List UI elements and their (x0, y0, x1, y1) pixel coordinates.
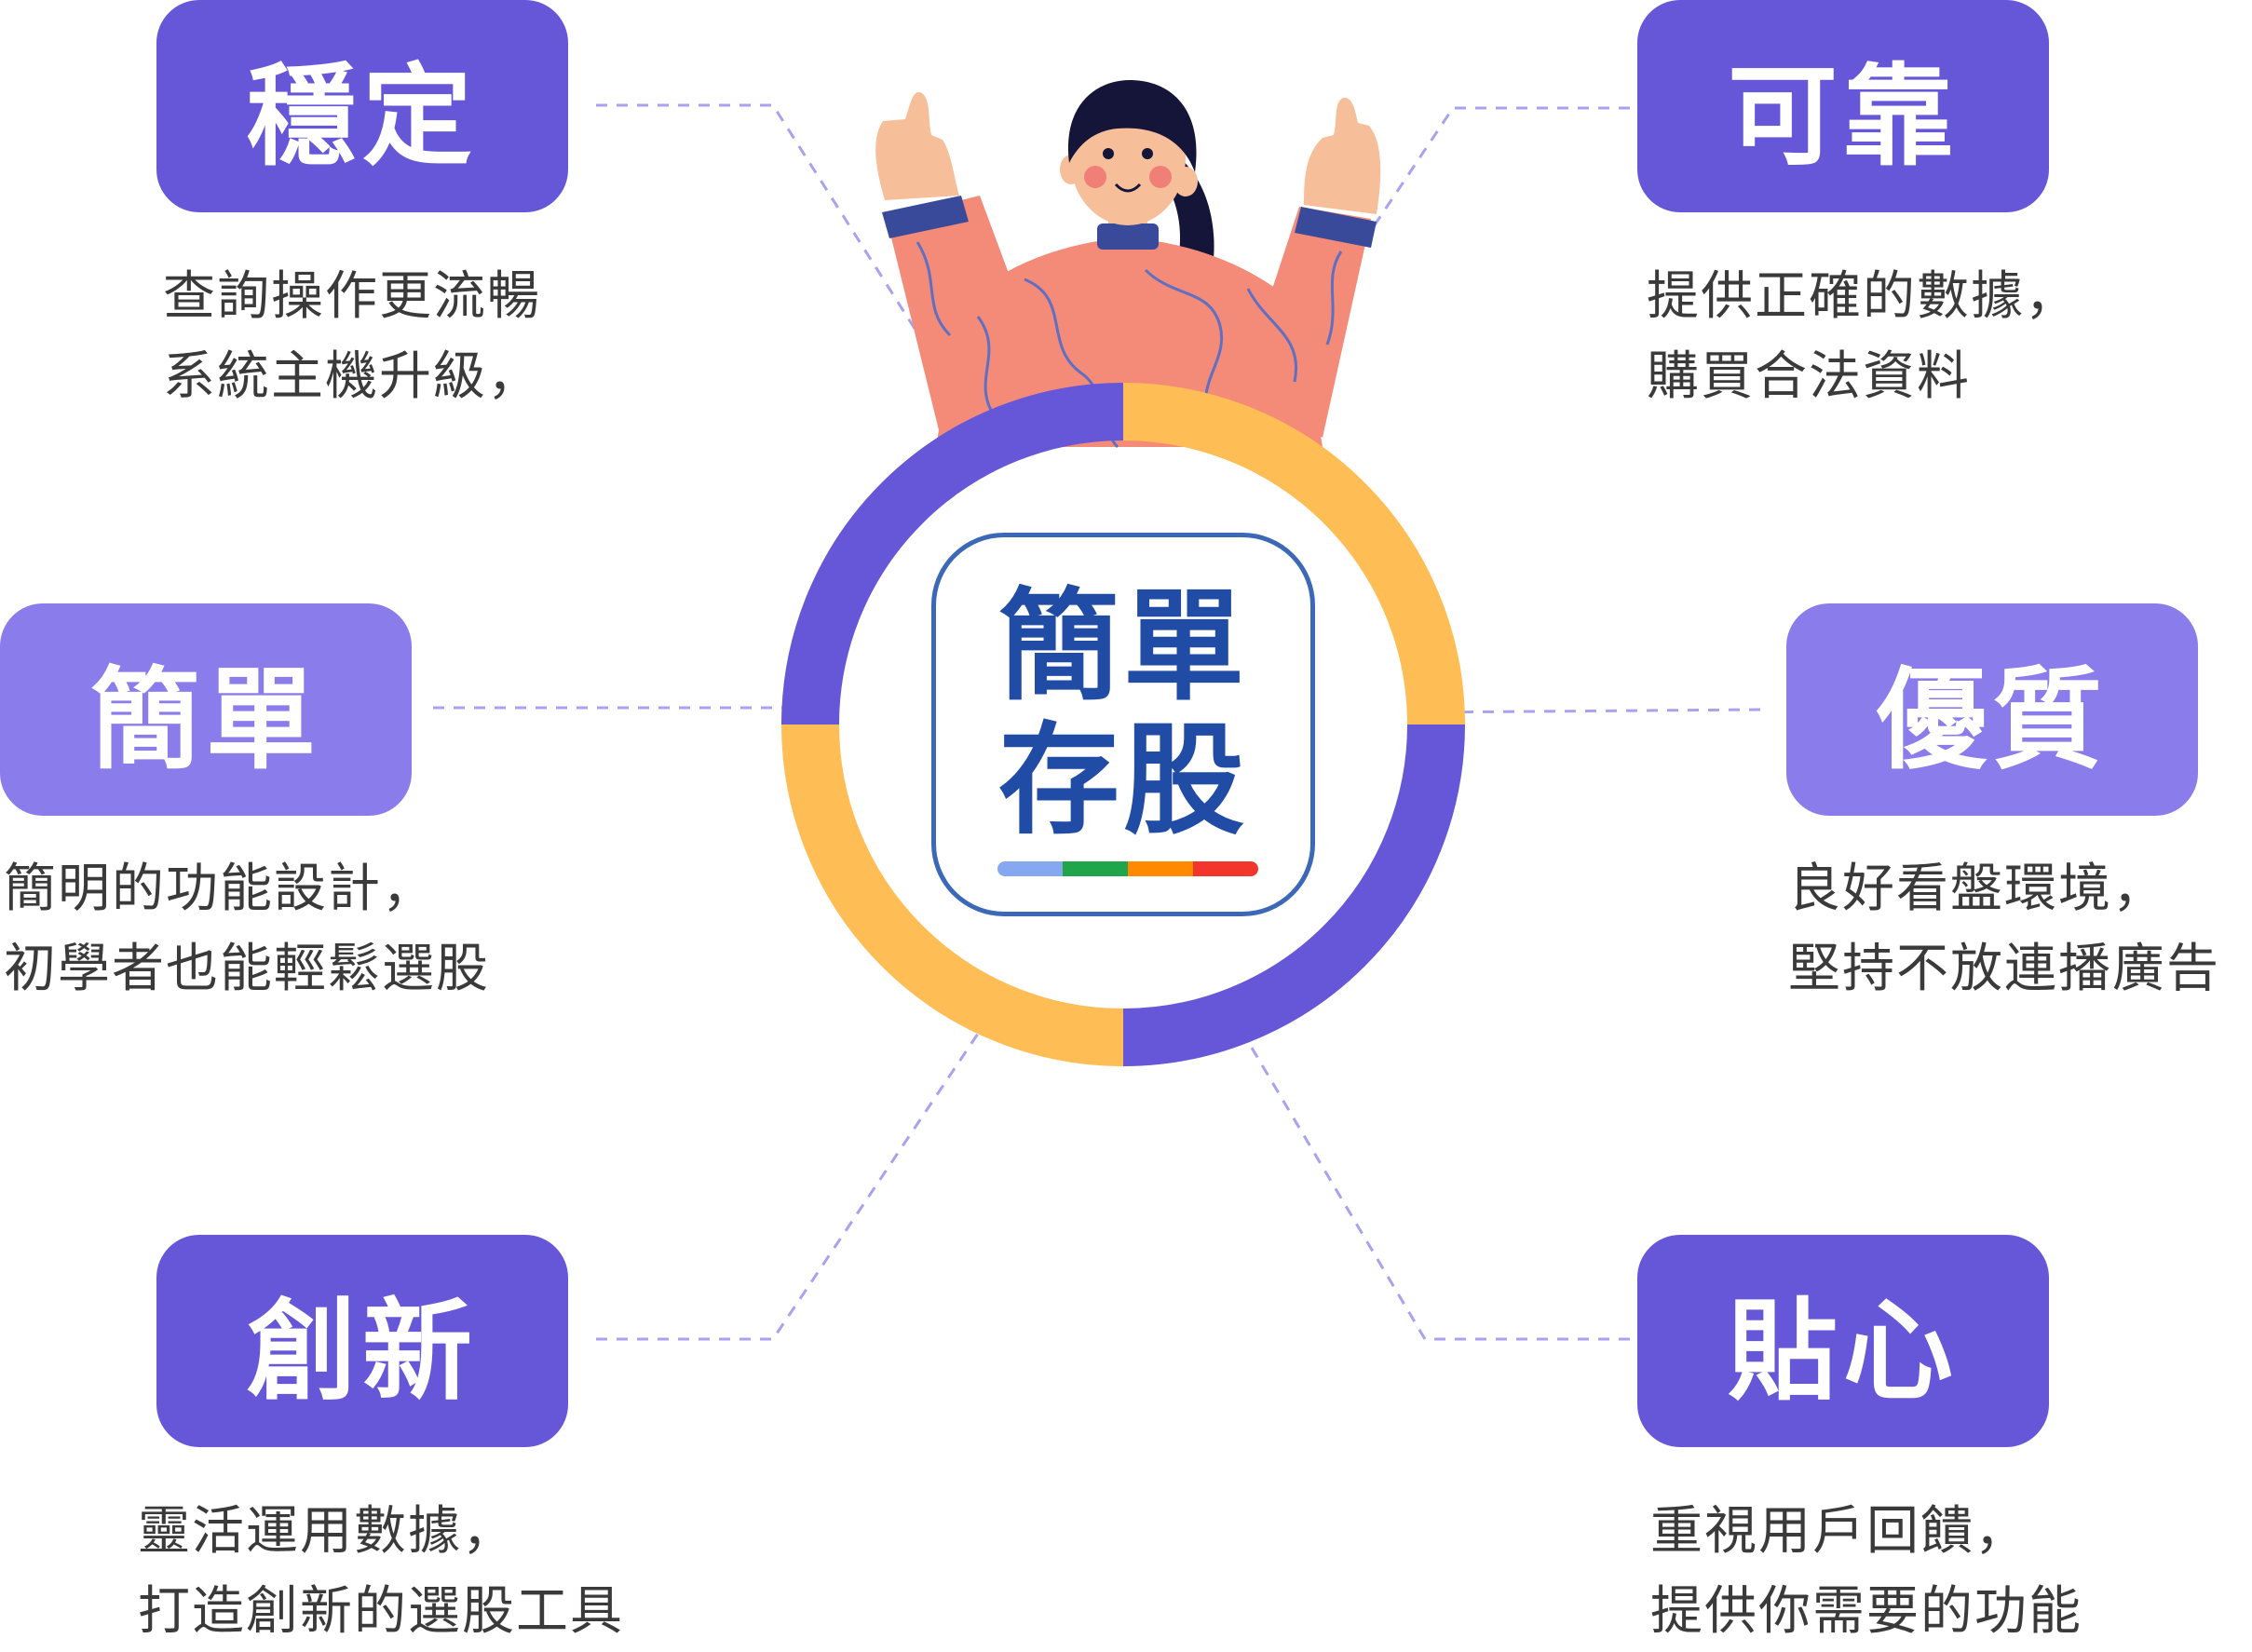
right-cuff (1295, 207, 1377, 248)
description-line: 提供正確的數據， (1647, 266, 2079, 327)
thumbs-up-woman-illustration (875, 79, 1381, 449)
description-line: 提供你需要的功能 (1650, 1581, 2082, 1642)
stripe-blue (997, 861, 1063, 876)
smile (1114, 183, 1142, 193)
feature-reliable-description: 提供正確的數據， 購買合法資料 (1647, 257, 2079, 417)
sweater (936, 237, 1323, 447)
cheek-right (1149, 166, 1172, 188)
stripe-red (1193, 861, 1258, 876)
description-line: 查詢操作更流暢 (163, 266, 541, 327)
feature-stable-pill: 穩定 (156, 0, 568, 212)
eye-right (1142, 148, 1153, 159)
description-line: 良好看盤環境， (1788, 859, 2166, 919)
feature-innovative-title: 創新 (246, 1286, 478, 1415)
logo-line-1: 簡單 (997, 575, 1248, 717)
central-ring (781, 383, 1465, 1066)
ring-segment-top-right (1122, 383, 1465, 725)
feature-reliable-pill: 可靠 (1637, 0, 2049, 212)
left-thumb-hand (875, 92, 959, 200)
feature-stable-title: 穩定 (246, 51, 478, 181)
description-line: 重視用戶回饋， (1650, 1501, 2028, 1562)
right-thumb-hand (1304, 97, 1381, 214)
description-line: 初學者也能輕鬆選股 (4, 939, 490, 999)
description-line: 購買合法資料 (1647, 346, 1971, 407)
description-line: 系統主機升級， (163, 346, 541, 407)
ring-segment-top-left (781, 383, 1124, 725)
hair (1067, 79, 1197, 172)
feature-quality-description: 良好看盤環境， 堅持不放連播廣告 (1788, 849, 2220, 1009)
feature-simple-description: 簡明的功能設計， 初學者也能輕鬆選股 (4, 849, 490, 1009)
ear-left (1060, 155, 1082, 184)
description-line: 靈活運用數據， (138, 1501, 516, 1562)
feature-stable-description: 查詢操作更流暢 系統主機升級， (163, 257, 541, 417)
feature-reliable-title: 可靠 (1727, 51, 1959, 181)
description-line: 打造創新的選股工具 (138, 1581, 624, 1642)
connector-innovative (596, 1033, 980, 1341)
cheek-left (1084, 166, 1106, 188)
eye-left (1103, 148, 1114, 159)
app-logo: 簡單 存股 (931, 533, 1315, 916)
feature-quality-title: 優質 (1876, 655, 2108, 784)
left-cuff (882, 196, 969, 238)
stripe-orange (1128, 861, 1193, 876)
description-line: 簡明的功能設計， (4, 859, 436, 919)
ring-segment-bottom-right (1122, 724, 1465, 1066)
feature-quality-pill: 優質 (1786, 603, 2198, 816)
logo-line-2: 存股 (997, 710, 1248, 851)
connector-quality (1415, 708, 1761, 714)
ear-right (1173, 167, 1198, 196)
feature-caring-pill: 貼心 (1637, 1235, 2049, 1447)
stripe-green (1063, 861, 1128, 876)
feature-caring-description: 重視用戶回饋， 提供你需要的功能 (1650, 1492, 2082, 1652)
feature-simple-pill: 簡單 (0, 603, 412, 816)
feature-innovative-pill: 創新 (156, 1235, 568, 1447)
feature-simple-title: 簡單 (89, 655, 321, 784)
ring-segment-bottom-left (781, 724, 1124, 1066)
logo-color-stripe (997, 861, 1258, 876)
collar (1097, 223, 1159, 250)
description-line: 堅持不放連播廣告 (1788, 939, 2220, 999)
connector-caring (1241, 1033, 1630, 1341)
feature-innovative-description: 靈活運用數據， 打造創新的選股工具 (138, 1492, 624, 1652)
connector-stable (596, 103, 980, 429)
feature-caring-title: 貼心 (1727, 1286, 1959, 1415)
